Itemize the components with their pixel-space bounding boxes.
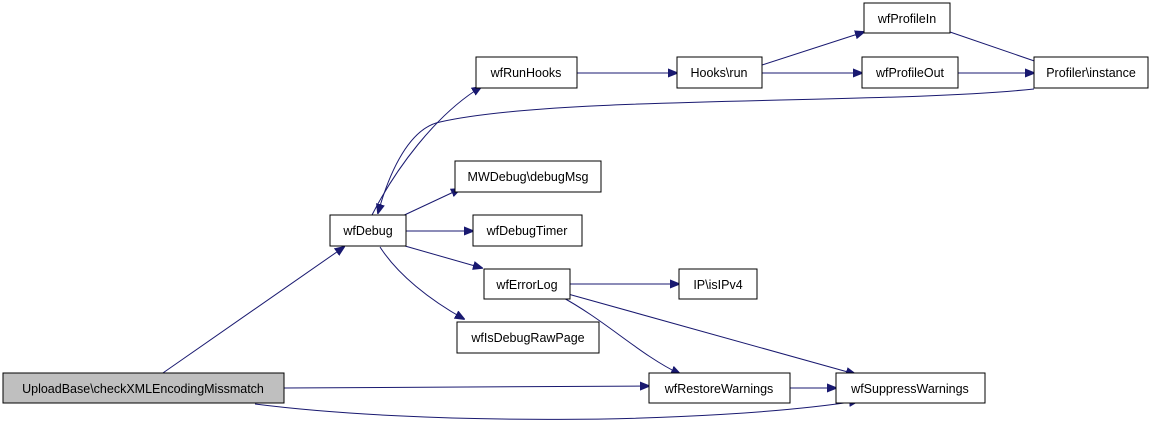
node-wfdebugtimer-label: wfDebugTimer bbox=[486, 224, 568, 238]
node-mwdebug-debugmsg[interactable]: MWDebug\debugMsg bbox=[454, 160, 602, 193]
node-wfdebugtimer[interactable]: wfDebugTimer bbox=[472, 214, 583, 247]
node-wfsuppresswarnings-label: wfSuppressWarnings bbox=[850, 382, 969, 396]
node-wfrestorewarnings[interactable]: wfRestoreWarnings bbox=[648, 372, 791, 404]
edge-wfprofilein-profilerinstance bbox=[949, 31, 1046, 65]
node-wfprofilein-label: wfProfileIn bbox=[877, 12, 936, 26]
edge-wfdebug-wferrorlog bbox=[397, 243, 482, 268]
edge-wferrorlog-wfsuppresswarnings bbox=[567, 293, 855, 374]
edge-hooksrun-wfprofilein bbox=[761, 32, 864, 66]
node-wfsuppresswarnings[interactable]: wfSuppressWarnings bbox=[835, 372, 986, 404]
node-wfisdebugrawpage[interactable]: wfIsDebugRawPage bbox=[456, 321, 600, 354]
edges bbox=[159, 31, 1046, 420]
node-wferrorlog-label: wfErrorLog bbox=[495, 278, 557, 292]
node-wfrunhooks[interactable]: wfRunHooks bbox=[475, 56, 578, 89]
node-wfdebug[interactable]: wfDebug bbox=[329, 214, 407, 247]
edge-wfdebug-debugmsg bbox=[397, 189, 460, 219]
edge-root-wfsuppresswarnings bbox=[254, 401, 858, 420]
node-wferrorlog[interactable]: wfErrorLog bbox=[483, 268, 571, 300]
edge-profilerinstance-wfdebug bbox=[378, 88, 1035, 213]
node-ip-isipv4[interactable]: IP\isIPv4 bbox=[678, 268, 758, 300]
edge-wfdebug-wfrunhooks bbox=[371, 87, 481, 216]
node-profiler-instance[interactable]: Profiler\instance bbox=[1033, 56, 1149, 89]
node-mwdebug-debugmsg-label: MWDebug\debugMsg bbox=[468, 170, 589, 184]
node-wfprofilein[interactable]: wfProfileIn bbox=[863, 2, 951, 34]
node-root[interactable]: UploadBase\checkXMLEncodingMissmatch bbox=[2, 372, 285, 404]
node-ip-isipv4-label: IP\isIPv4 bbox=[693, 278, 742, 292]
node-wfrestorewarnings-label: wfRestoreWarnings bbox=[664, 382, 774, 396]
node-wfrunhooks-label: wfRunHooks bbox=[490, 66, 562, 80]
node-wfprofileout-label: wfProfileOut bbox=[875, 66, 945, 80]
edge-wfdebug-wfisdebugrawpage bbox=[379, 246, 464, 319]
node-root-label: UploadBase\checkXMLEncodingMissmatch bbox=[22, 382, 264, 396]
node-hooks-run[interactable]: Hooks\run bbox=[676, 56, 763, 89]
node-wfdebug-label: wfDebug bbox=[342, 224, 392, 238]
node-profiler-instance-label: Profiler\instance bbox=[1046, 66, 1136, 80]
edge-root-wfdebug bbox=[159, 247, 344, 376]
node-wfisdebugrawpage-label: wfIsDebugRawPage bbox=[470, 331, 584, 345]
node-hooks-run-label: Hooks\run bbox=[691, 66, 748, 80]
edge-root-wfrestorewarnings bbox=[283, 386, 649, 388]
node-wfprofileout[interactable]: wfProfileOut bbox=[861, 56, 959, 89]
edge-wferrorlog-wfrestorewarnings bbox=[559, 295, 680, 374]
